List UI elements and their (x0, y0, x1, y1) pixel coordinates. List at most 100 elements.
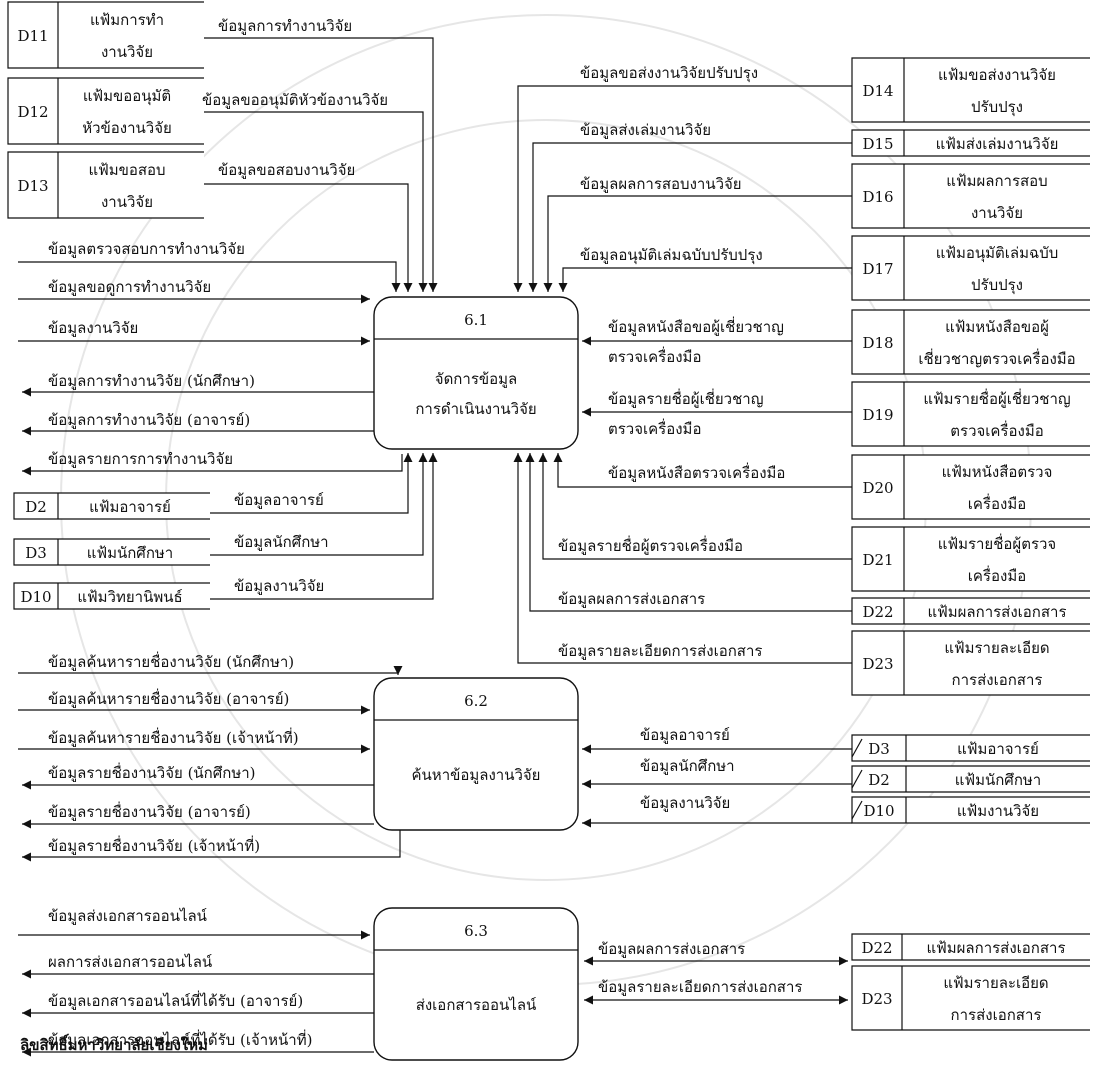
flow-label-s2: ข้อมูลค้นหารายชื่องานวิจัย (อาจารย์) (48, 688, 289, 708)
flow-label-d18: ข้อมูลหนังสือขอผู้เชี่ยวชาญ (608, 316, 784, 336)
p61-process-name: การดำเนินงานวิจัย (415, 400, 536, 418)
flow-label-d22b: ข้อมูลผลการส่งเอกสาร (598, 940, 745, 958)
flow-label-d10b: ข้อมูลงานวิจัย (640, 794, 730, 812)
flow-label-d19: ข้อมูลรายชื่อผู้เชี่ยวชาญ (608, 388, 764, 408)
flow-d21 (538, 453, 852, 560)
d23a-store-id: D23 (862, 655, 893, 673)
d23b-store-outline (851, 965, 1090, 1031)
d20-store-id: D20 (862, 479, 893, 497)
flow-label-d3b: ข้อมูลอาจารย์ (640, 726, 730, 744)
p63-process-box (373, 907, 579, 1061)
d22b-store-name: แฟ้มผลการส่งเอกสาร (926, 939, 1065, 957)
d21-store-outline (851, 526, 1090, 592)
flow-d2a (210, 453, 413, 514)
flow-label-d16: ข้อมูลผลการสอบงานวิจัย (580, 175, 742, 193)
d2b-store-corner (851, 769, 863, 789)
p63-process-id: 6.3 (464, 922, 488, 940)
d11-store-id: D11 (17, 27, 48, 45)
d23b-store-name: การส่งเอกสาร (951, 1006, 1042, 1024)
d12-store-outline (7, 77, 204, 145)
flow-d16 (543, 195, 852, 292)
d20-store-outline (851, 454, 1090, 520)
flow-d23a (513, 453, 852, 664)
d15-store-name: แฟ้มส่งเล่มงานวิจัย (936, 135, 1059, 153)
d2a-store-id: D2 (25, 498, 47, 516)
p62-process-id: 6.2 (464, 692, 488, 710)
flow-label-d23a: ข้อมูลรายละเอียดการส่งเอกสาร (558, 642, 762, 660)
flow-d10a (210, 453, 438, 600)
d3b-store-id: D3 (868, 740, 890, 758)
flow-label-r1: ข้อมูลรายชื่องานวิจัย (นักศึกษา) (48, 762, 256, 782)
d13-store-name: งานวิจัย (101, 193, 153, 211)
d14-store-id: D14 (862, 82, 893, 100)
d23a-store-name: แฟ้มรายละเอียด (944, 639, 1049, 657)
d21-store-id: D21 (862, 551, 893, 569)
d10b-store-outline (851, 796, 1090, 824)
d10a-store-id: D10 (20, 588, 51, 606)
d23b-store-id: D23 (861, 990, 892, 1008)
p61-process-name: จัดการข้อมูล (435, 370, 517, 388)
d18-store-outline (851, 309, 1090, 375)
d10b-store-id: D10 (863, 802, 894, 820)
d16-store-outline (851, 163, 1090, 229)
p61-process-box (373, 296, 579, 450)
d18-store-name: แฟ้มหนังสือขอผู้ (945, 318, 1049, 336)
d2b-store-id: D2 (868, 771, 890, 789)
d12-store-id: D12 (17, 103, 48, 121)
d22a-store-id: D22 (862, 603, 893, 621)
d2b-store-name: แฟ้มนักศึกษา (955, 771, 1041, 789)
flow-label-d13: ข้อมูลขอสอบงานวิจัย (218, 161, 355, 179)
flow-lines (18, 37, 852, 1057)
d14-store-outline (851, 57, 1090, 123)
flow-d12 (204, 111, 428, 292)
d19-store-name: แฟ้มรายชื่อผู้เชี่ยวชาญ (923, 388, 1070, 408)
d11-store-name: งานวิจัย (101, 43, 153, 61)
d23a-store-name: การส่งเอกสาร (952, 671, 1043, 689)
flow-label-in2: ข้อมูลขอดูการทำงานวิจัย (48, 278, 211, 296)
flow-s1 (18, 666, 403, 675)
d14-store-name: ปรับปรุง (971, 98, 1023, 117)
flow-r3 (22, 830, 401, 862)
diagram-shapes (7, 1, 1090, 1061)
flow-label-d20: ข้อมูลหนังสือตรวจเครื่องมือ (608, 462, 785, 482)
flow-label-in1: ข้อมูลตรวจสอบการทำงานวิจัย (48, 240, 245, 258)
d17-store-outline (851, 235, 1090, 301)
d3a-store-id: D3 (25, 544, 47, 562)
flow-label-out2: ข้อมูลการทำงานวิจัย (อาจารย์) (48, 411, 250, 429)
flow-label-d17: ข้อมูลอนุมัติเล่มฉบับปรับปรุง (580, 246, 763, 265)
flow-out3 (22, 454, 403, 476)
d23a-store-outline (851, 630, 1090, 696)
flow-label-s3: ข้อมูลค้นหารายชื่องานวิจัย (เจ้าหน้าที่) (48, 727, 299, 747)
flow-label-d23b: ข้อมูลรายละเอียดการส่งเอกสาร (598, 978, 802, 996)
flow-label-d2a: ข้อมูลอาจารย์ (234, 491, 324, 509)
flow-label-o3: ข้อมูลเอกสารออนไลน์ที่ได้รับ (อาจารย์) (48, 990, 303, 1010)
flow-label-d2b: ข้อมูลนักศึกษา (640, 757, 735, 775)
d3a-store-outline (13, 538, 210, 566)
d16-store-id: D16 (862, 188, 893, 206)
flow-label-r3: ข้อมูลรายชื่องานวิจัย (เจ้าหน้าที่) (48, 835, 260, 855)
d22b-store-id: D22 (861, 939, 892, 957)
d18-store-name: เชี่ยวชาญตรวจเครื่องมือ (918, 348, 1075, 368)
flow-label-d10a: ข้อมูลงานวิจัย (234, 577, 324, 595)
d13-store-id: D13 (17, 177, 48, 195)
flow-label-o2: ผลการส่งเอกสารออนไลน์ (48, 953, 212, 971)
flow-d3a (210, 453, 428, 556)
flow-label-d19: ตรวจเครื่องมือ (608, 418, 701, 438)
d3a-store-name: แฟ้มนักศึกษา (87, 544, 173, 562)
p63-process-name: ส่งเอกสารออนไลน์ (416, 996, 537, 1014)
flow-in1 (18, 261, 401, 292)
flow-label-o4: ข้อมูลเอกสารออนไลน์ที่ได้รับ (เจ้าหน้าที… (48, 1029, 312, 1049)
flow-label-d11: ข้อมูลการทำงานวิจัย (218, 17, 352, 35)
flow-label-d22a: ข้อมูลผลการส่งเอกสาร (558, 590, 705, 608)
d22a-store-outline (851, 597, 1090, 625)
flow-d20 (553, 453, 852, 488)
d11-store-outline (7, 1, 204, 69)
flow-d11 (204, 37, 438, 292)
d12-store-name: หัวข้องานวิจัย (82, 119, 172, 137)
d10a-store-outline (13, 582, 210, 610)
p62-process-box (373, 677, 579, 831)
d19-store-id: D19 (862, 406, 893, 424)
flow-label-d21: ข้อมูลรายชื่อผู้ตรวจเครื่องมือ (558, 535, 743, 555)
d17-store-id: D17 (862, 260, 893, 278)
